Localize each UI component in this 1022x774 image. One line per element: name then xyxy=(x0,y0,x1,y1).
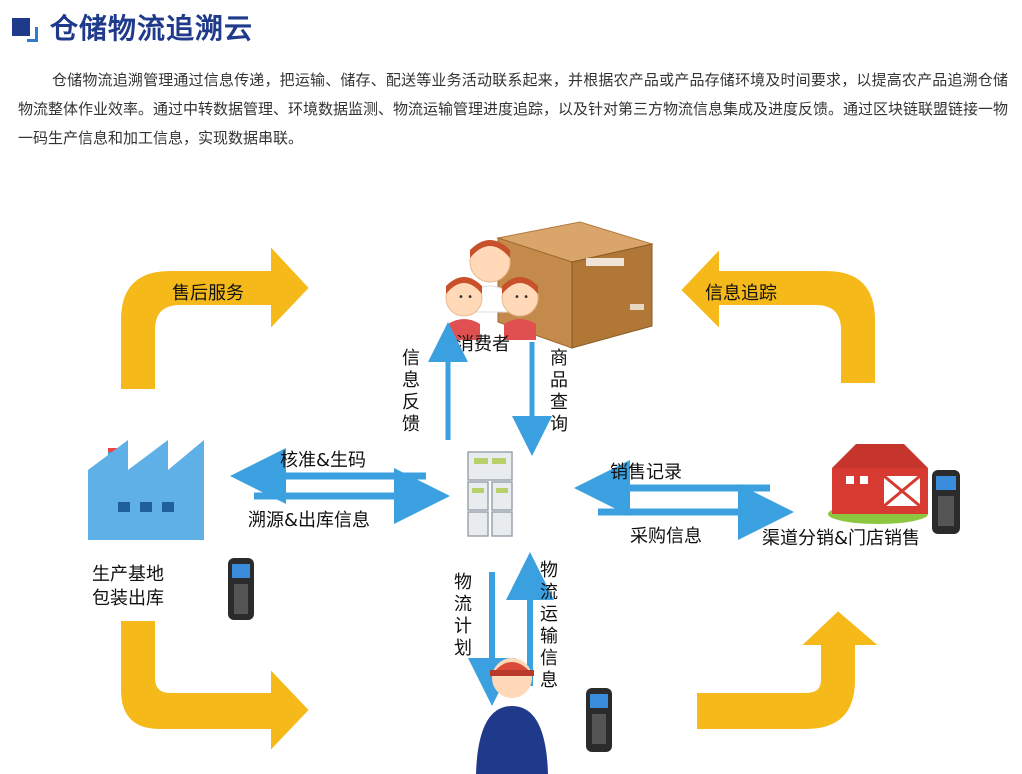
production-to-courier-curve-arrow xyxy=(119,619,312,755)
svg-text:信: 信 xyxy=(540,648,558,669)
courier-to-channel-curve-arrow xyxy=(695,608,883,731)
trace-outbound-label: 溯源&出库信息 xyxy=(248,510,370,531)
svg-text:品: 品 xyxy=(550,370,568,391)
consumer-icon: • • • • xyxy=(445,240,539,340)
product-query-label: 商 品 查 询 xyxy=(550,348,568,435)
svg-text:流: 流 xyxy=(540,582,558,603)
svg-text:查: 查 xyxy=(550,392,568,413)
svg-text:商: 商 xyxy=(550,348,568,369)
svg-text:信: 信 xyxy=(402,348,420,369)
info-tracking-label: 信息追踪 xyxy=(705,283,777,304)
verify-code-label: 核准&生码 xyxy=(280,450,366,471)
scanner-icon xyxy=(932,470,960,534)
info-feedback-label: 信 息 反 馈 xyxy=(402,348,420,435)
after-sales-label: 售后服务 xyxy=(172,283,244,304)
logistics-flow-diagram: 售后服务 信息追踪 • • • • 消费者 信 息 反 馈 商 品 查 询 xyxy=(88,221,960,774)
barn-icon xyxy=(828,444,928,524)
scanner-icon xyxy=(586,688,612,752)
page-title: 仓储物流追溯云 xyxy=(50,12,254,45)
logistics-plan-label: 物 流 计 划 xyxy=(454,572,472,659)
after-sales-curve-arrow xyxy=(119,242,312,391)
consumer-label: 消费者 xyxy=(456,334,510,355)
svg-text:流: 流 xyxy=(454,594,472,615)
courier-icon xyxy=(476,658,548,774)
channel-sales-label: 渠道分销&门店销售 xyxy=(762,528,920,549)
production-label-line2: 包装出库 xyxy=(92,588,164,609)
factory-icon xyxy=(88,440,204,540)
svg-text:• •: • • xyxy=(458,292,473,303)
info-tracking-curve-arrow xyxy=(678,245,877,385)
svg-text:• •: • • xyxy=(514,292,529,303)
svg-text:划: 划 xyxy=(454,638,472,659)
title-square-icon xyxy=(12,18,38,42)
production-label-line1: 生产基地 xyxy=(92,564,164,585)
intro-paragraph: 仓储物流追溯管理通过信息传递，把运输、储存、配送等业务活动联系起来，并根据农产品… xyxy=(18,71,1009,147)
svg-text:运: 运 xyxy=(540,604,558,625)
svg-text:计: 计 xyxy=(454,616,472,637)
scanner-icon xyxy=(228,558,254,620)
svg-text:物: 物 xyxy=(540,560,558,581)
svg-text:息: 息 xyxy=(402,370,420,391)
sales-record-label: 销售记录 xyxy=(610,462,682,483)
svg-text:输: 输 xyxy=(540,626,558,647)
svg-text:息: 息 xyxy=(540,670,558,691)
purchase-info-label: 采购信息 xyxy=(630,526,702,547)
svg-text:询: 询 xyxy=(550,414,568,435)
svg-text:反: 反 xyxy=(402,392,420,413)
server-icon xyxy=(467,451,513,537)
logistics-transport-label: 物 流 运 输 信 息 xyxy=(540,560,558,691)
svg-text:馈: 馈 xyxy=(402,414,420,435)
svg-text:物: 物 xyxy=(454,572,472,593)
page-header: 仓储物流追溯云 xyxy=(12,10,254,45)
